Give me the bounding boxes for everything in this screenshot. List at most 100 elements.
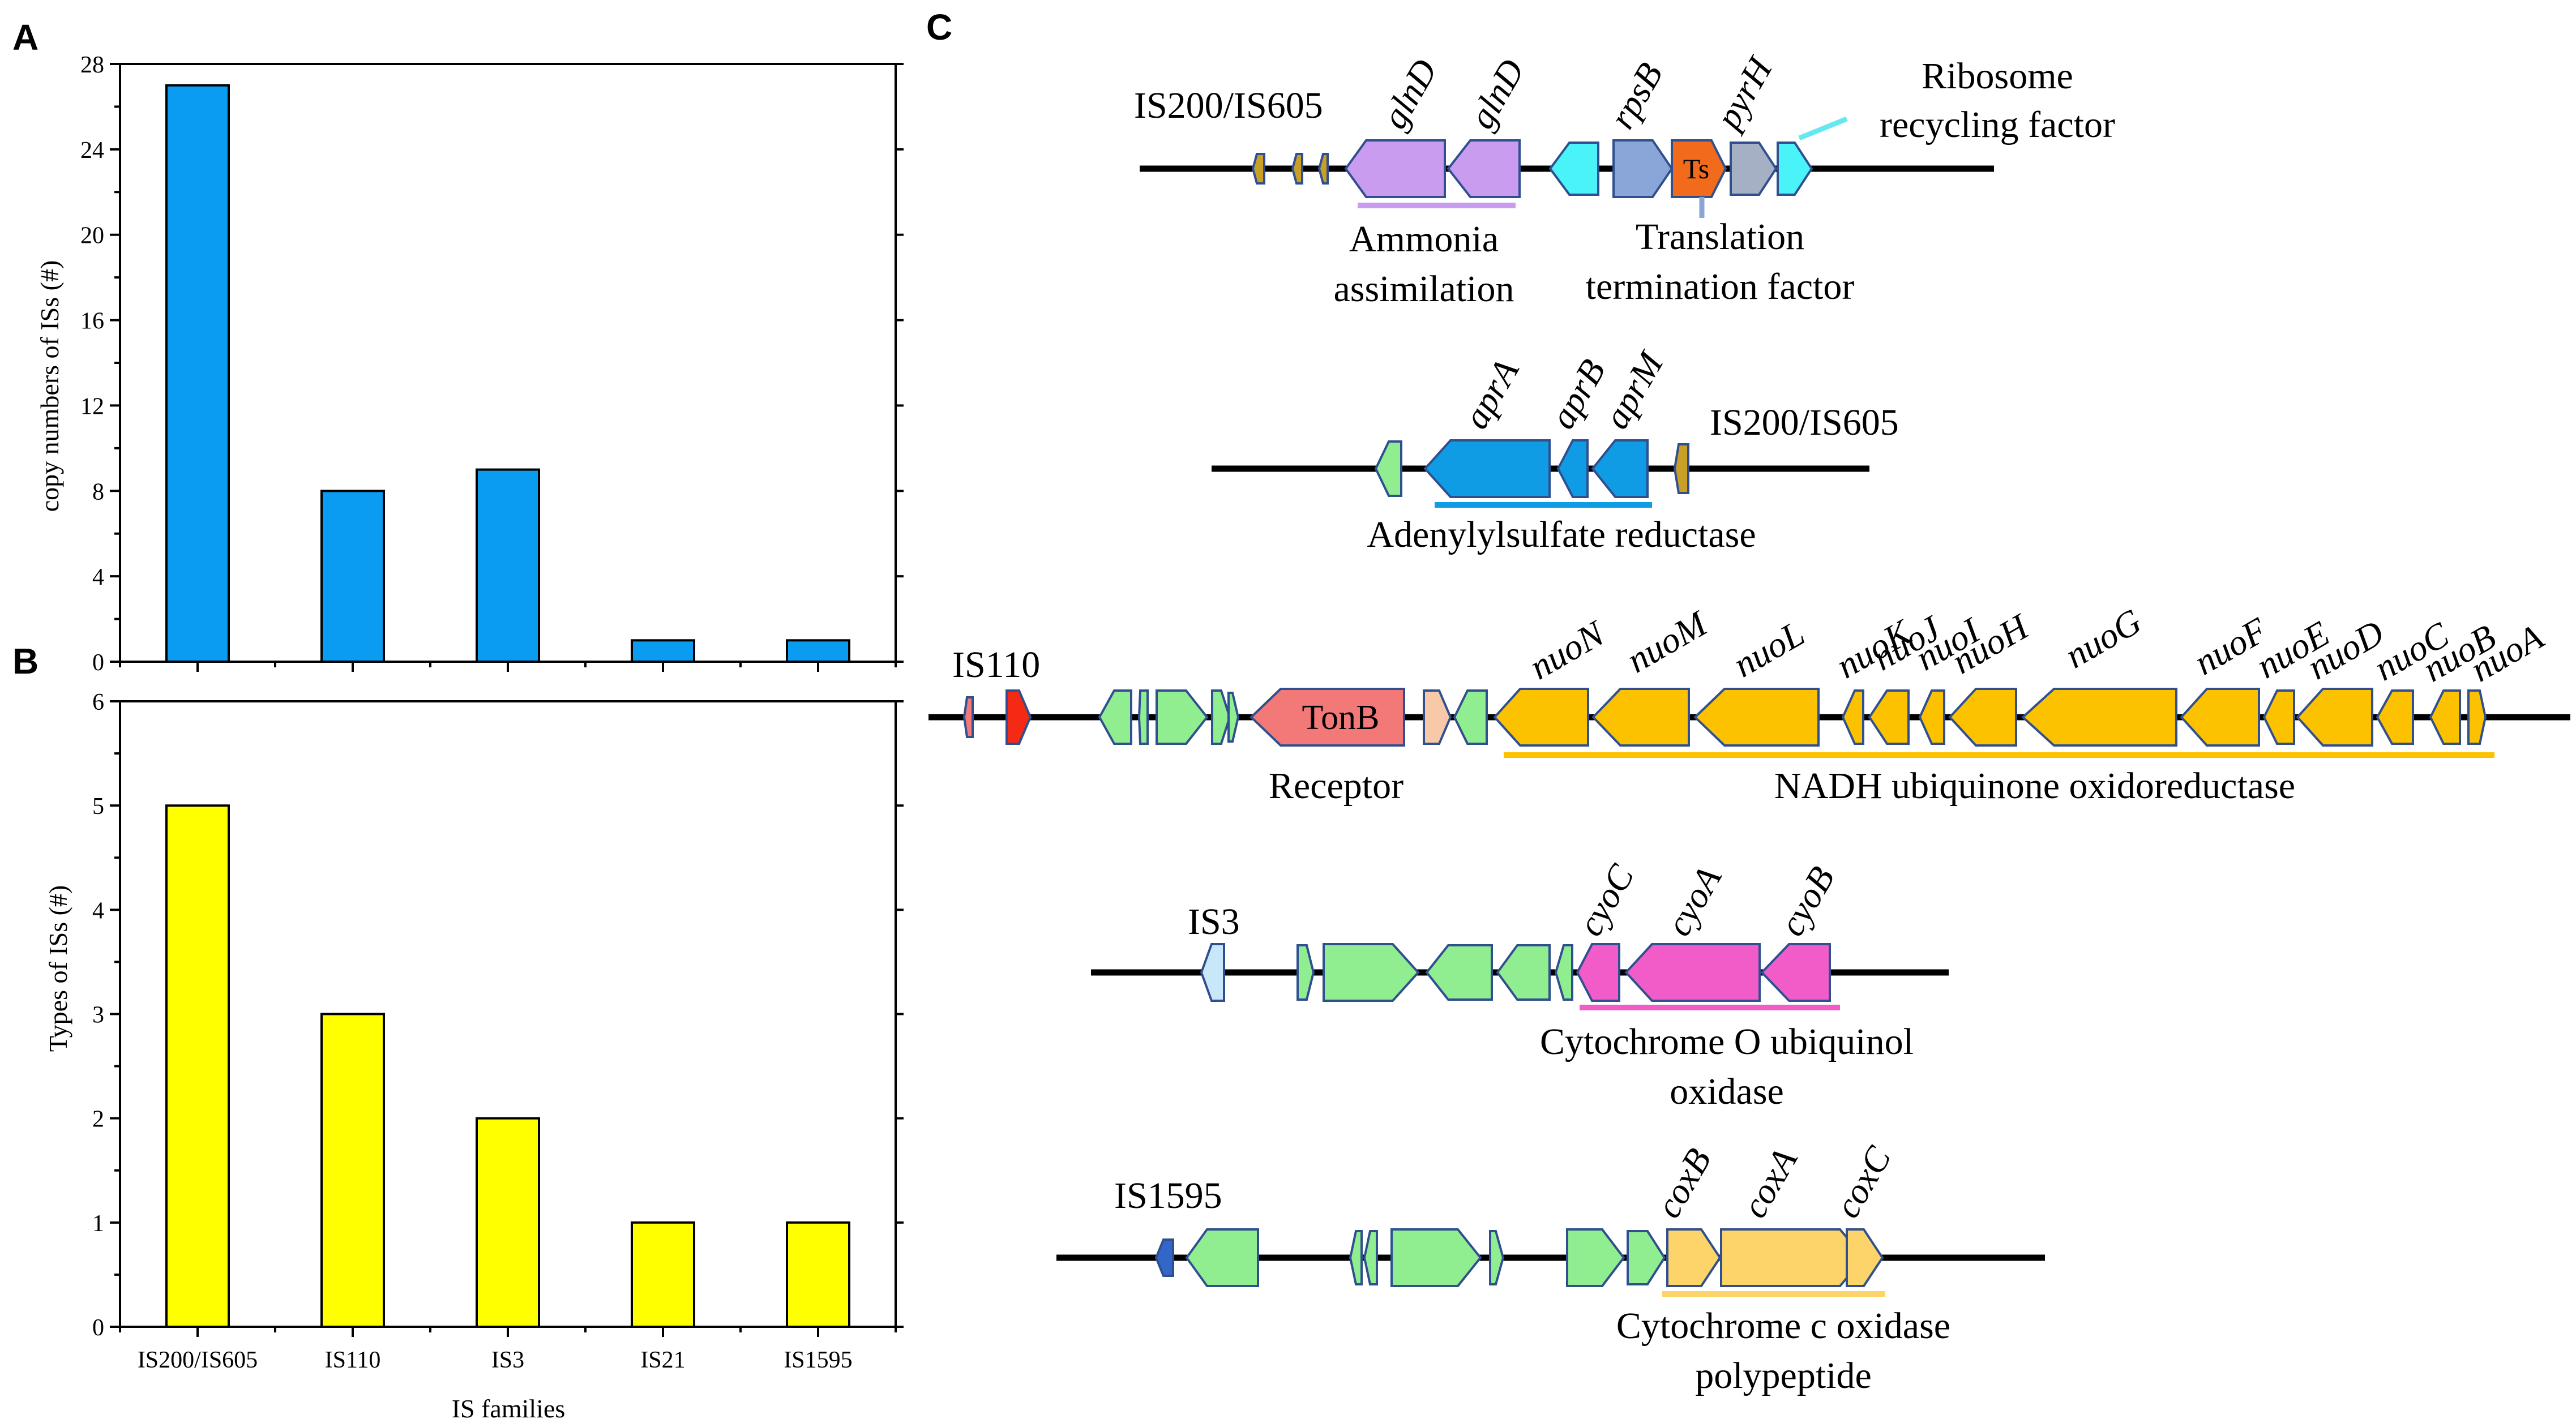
chart-a-y-tick-label: 20 <box>80 223 104 249</box>
chart-b-x-tick-label: IS3 <box>491 1347 524 1373</box>
gene-arrow-TonB <box>1250 688 1405 747</box>
chart-a-bar-2 <box>476 468 540 663</box>
is-label: IS200/IS605 <box>1710 402 1899 443</box>
gene-arrow <box>1390 1228 1482 1287</box>
is-element <box>1005 689 1032 745</box>
gene-arrow-aprB <box>1556 439 1589 498</box>
is-element <box>1154 1238 1174 1277</box>
chart-b-y-tick-label: 1 <box>92 1211 104 1237</box>
gene-label-cyoB: cyoB <box>1771 860 1842 942</box>
chart-b-y-tick-label: 6 <box>92 689 104 715</box>
is-element <box>1251 153 1265 185</box>
function-label-cytochrome-o: Cytochrome O ubiquinol <box>1540 1021 1914 1062</box>
gene-arrow-nuoE <box>2262 689 2295 745</box>
gene-arrow-nuoF <box>2180 688 2260 747</box>
gene-label-Ts: Ts <box>1683 153 1710 185</box>
gene-arrow-nuoM <box>1591 688 1690 747</box>
gene-cluster-panel: Ts IS200/IS605 glnD glnD rpsB pyrH Ammon… <box>928 49 2570 1396</box>
gene-label-nuoN: nuoN <box>1523 612 1612 687</box>
is-element <box>1200 943 1225 1002</box>
gene-arrow-cyoB <box>1760 943 1831 1002</box>
function-label-ribosome-2: recycling factor <box>1880 104 2115 145</box>
chart-a-y-tick-label: 12 <box>80 393 104 419</box>
gene-cluster-2: aprA aprB aprM IS200/IS605 Adenylylsulfa… <box>1212 344 1899 555</box>
gene-label-glnD-1: glnD <box>1374 53 1445 135</box>
gene-arrow <box>1185 1228 1259 1287</box>
gene-arrow-nuoC <box>2376 689 2414 745</box>
gene-arrow-nuoJ <box>1868 689 1910 745</box>
chart-a-bars <box>165 84 850 663</box>
chart-b-x-tick-label: IS110 <box>325 1347 381 1373</box>
gene-arrow-nuoB <box>2429 689 2461 745</box>
gene-arrow <box>1423 689 1452 745</box>
gene-arrow <box>1627 1230 1666 1285</box>
gene-arrow <box>1098 689 1132 745</box>
chart-a-bar-3 <box>631 639 695 663</box>
gene-arrow-pyrH <box>1730 142 1778 196</box>
gene-label-nuoL: nuoL <box>1727 613 1811 685</box>
panel-label-a: A <box>12 17 38 58</box>
gene-arrow-cyoC <box>1576 943 1620 1002</box>
gene-arrow <box>1363 1230 1378 1285</box>
chart-a-bar-1 <box>320 490 385 663</box>
gene-label-cyoC: cyoC <box>1570 857 1642 942</box>
gene-arrow-nuoL <box>1693 688 1820 747</box>
function-label-adenylylsulfate: Adenylylsulfate reductase <box>1367 514 1756 555</box>
chart-a-y-tick-label: 0 <box>92 650 104 676</box>
gene-arrow-cyoA <box>1624 943 1761 1002</box>
panel-label-b: B <box>12 641 38 682</box>
gene-label-coxA: coxA <box>1734 1141 1805 1224</box>
gene-label-pyrH: pyrH <box>1707 49 1781 137</box>
gene-arrow-rpsB <box>1612 139 1674 198</box>
chart-b-x-tick-label: IS21 <box>640 1347 685 1373</box>
gene-arrow <box>1496 944 1551 1001</box>
chart-a-bar-4 <box>786 639 850 663</box>
function-label-translation: Translation <box>1636 216 1804 258</box>
gene-label-TonB: TonB <box>1302 698 1380 737</box>
gene-arrow-nuoI <box>1918 689 1945 745</box>
function-label-ribosome: Ribosome <box>1922 55 2073 97</box>
gene-arrow-nuoA <box>2467 689 2487 745</box>
gene-arrow-aprA <box>1423 439 1551 498</box>
function-label-translation-2: termination factor <box>1586 266 1855 307</box>
gene-arrow <box>1554 944 1573 1001</box>
is-label: IS1595 <box>1114 1175 1222 1216</box>
gene-arrow-glnD-2 <box>1447 139 1521 198</box>
is-label: IS110 <box>952 644 1040 685</box>
gene-arrow-coxC <box>1846 1228 1884 1287</box>
gene-arrow-aprM <box>1591 439 1649 498</box>
chart-a-bar-0 <box>165 84 230 663</box>
gene-arrow <box>1425 944 1493 1001</box>
gene-cluster-5: IS1595 coxB coxA coxC Cytochrome c oxida… <box>1056 1139 2045 1396</box>
chart-b-frame <box>119 700 897 1328</box>
function-label-ammonia: Ammonia <box>1349 218 1499 260</box>
gene-label-aprM: aprM <box>1596 344 1672 435</box>
is-element <box>1291 153 1303 185</box>
chart-b-bar-2 <box>476 1117 540 1328</box>
gene-arrow-nuoD <box>2296 688 2373 747</box>
chart-a-y-tick-label: 4 <box>92 564 104 590</box>
gene-label-nuoM: nuoM <box>1620 602 1715 680</box>
gene-arrow-nuoK <box>1841 689 1864 745</box>
gene-arrow-coxA <box>1720 1228 1865 1287</box>
chart-b-bar-0 <box>165 804 230 1328</box>
gene-arrow <box>1296 944 1315 1001</box>
function-label-ammonia-2: assimilation <box>1334 268 1514 310</box>
function-label-cytochrome-o-2: oxidase <box>1670 1071 1784 1112</box>
chart-b-bars <box>165 804 850 1328</box>
gene-arrow <box>1137 689 1149 745</box>
chart-b-bar-1 <box>320 1013 385 1328</box>
gene-arrow-coxB <box>1666 1228 1722 1287</box>
is-element <box>962 696 974 738</box>
gene-arrow <box>1323 943 1420 1002</box>
gene-arrow <box>1156 689 1209 745</box>
gene-arrow-glnD-1 <box>1344 139 1446 198</box>
gene-arrow-nuoN <box>1493 688 1589 747</box>
gene-label-cyoA: cyoA <box>1658 859 1730 942</box>
chart-a-y-tick-label: 16 <box>80 308 104 335</box>
function-label-receptor: Receptor <box>1269 765 1403 807</box>
